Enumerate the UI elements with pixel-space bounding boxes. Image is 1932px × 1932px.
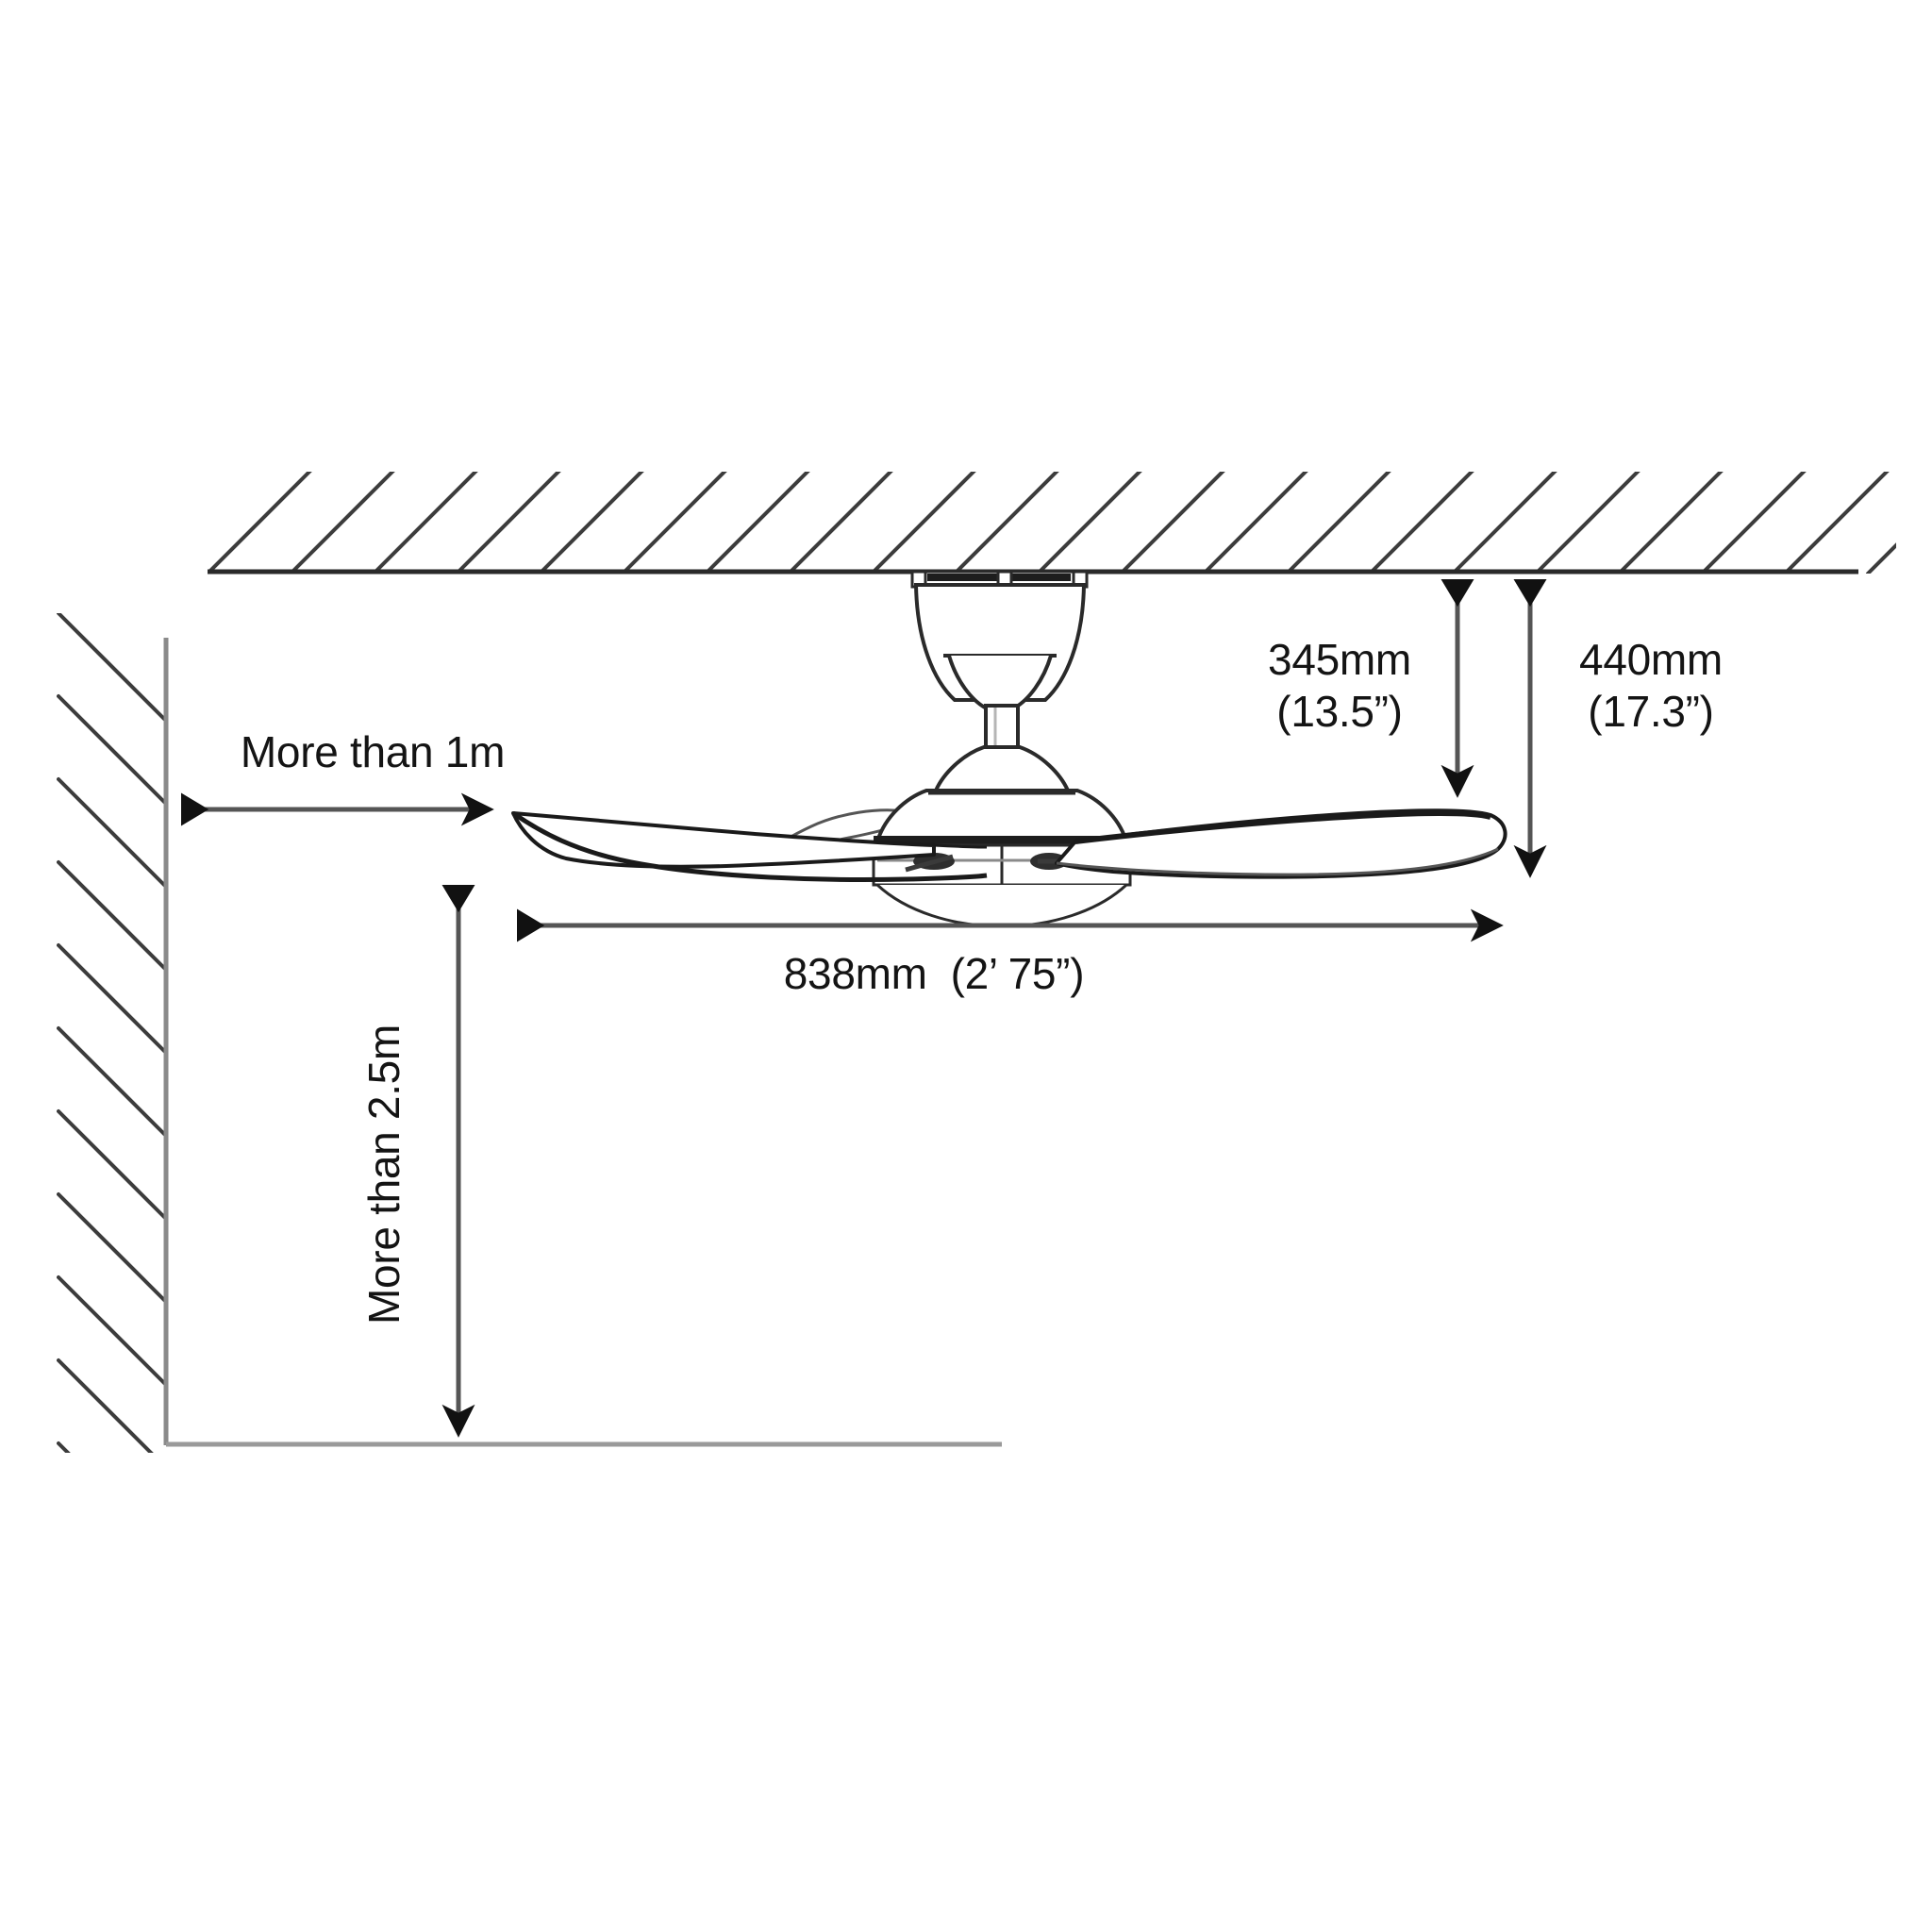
ceiling-surface — [208, 472, 1896, 575]
ceiling-fan-assembly — [511, 570, 1507, 928]
motor-housing-dome — [874, 789, 1129, 843]
dimension-label-345mm: 345mm (13.5”) — [1268, 635, 1411, 737]
dimension-label-floor-clearance: More than 2.5m — [359, 1024, 408, 1324]
dimension-label-440mm: 440mm (17.3”) — [1579, 635, 1723, 737]
ceiling-hatching — [208, 472, 1896, 574]
dimension-label-wall-clearance: More than 1m — [240, 727, 506, 776]
wall-surface — [57, 613, 169, 1453]
fan-blade-right — [1055, 808, 1507, 879]
wall-hatching — [57, 613, 168, 1453]
dimension-label-blade-span: 838mm (2’ 75”) — [783, 949, 1085, 998]
canopy-cup — [913, 583, 1087, 709]
motor-coupling-cone — [932, 745, 1072, 792]
fan-blade-left — [511, 810, 988, 882]
